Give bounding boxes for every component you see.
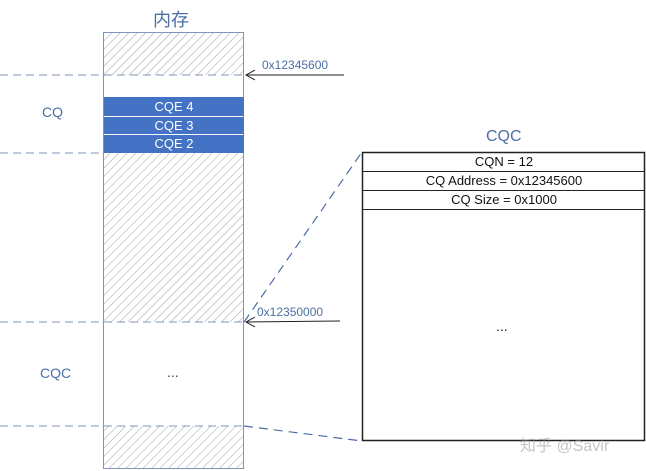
watermark: 知乎 @Savir xyxy=(520,438,610,455)
cqe-block-4: CQE 4 xyxy=(104,97,244,116)
cqc-row-cqn: CQN = 12 xyxy=(363,153,645,172)
cq-address-label: 0x12345600 xyxy=(262,58,329,72)
cqc-row-address: CQ Address = 0x12345600 xyxy=(363,172,645,191)
memory-title: 内存 xyxy=(153,10,189,30)
cq-label: CQ xyxy=(42,104,63,120)
cqc-address-label: 0x12350000 xyxy=(257,305,324,319)
cqe-block-2: CQE 2 xyxy=(104,135,244,153)
cqc-row-size: CQ Size = 0x1000 xyxy=(363,191,645,210)
cqc-memory-label: CQC xyxy=(40,365,72,381)
cqe-block-3: CQE 3 xyxy=(104,117,244,134)
cqc-ellipsis: ... xyxy=(496,318,508,334)
cqc-title: CQC xyxy=(486,128,522,145)
memory-ellipsis: ... xyxy=(167,364,179,380)
